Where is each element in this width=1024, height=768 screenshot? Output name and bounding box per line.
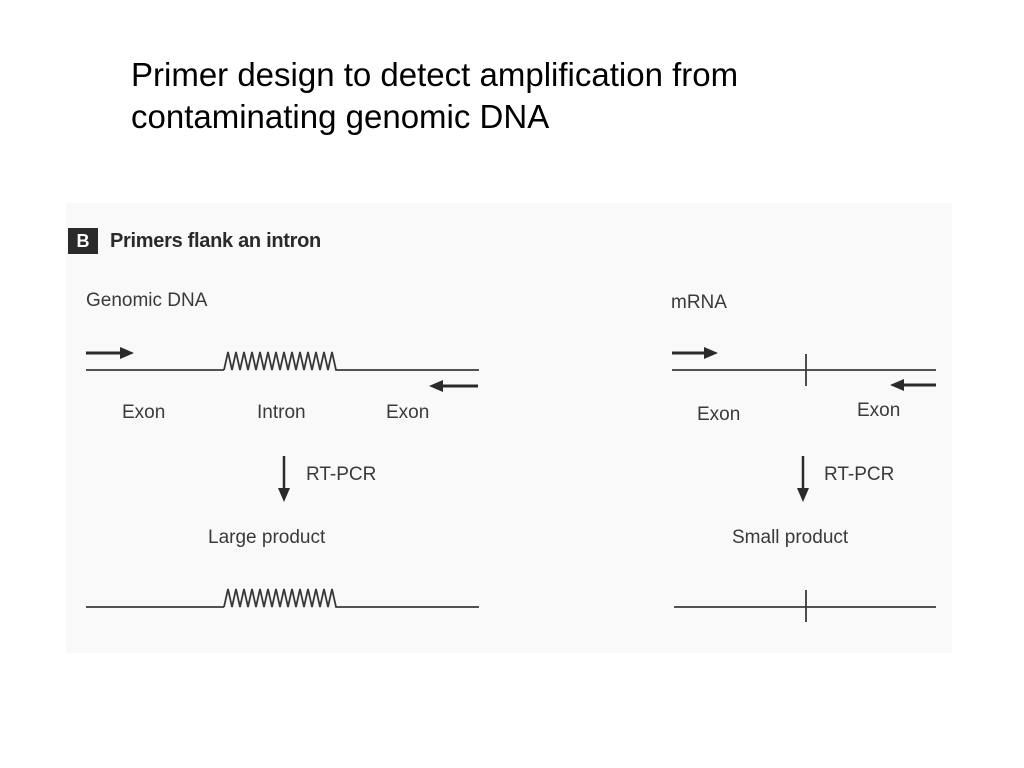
small-product-label: Small product <box>732 527 849 548</box>
mrna-strand <box>672 354 936 386</box>
mrna-down-arrow <box>797 456 809 502</box>
panel-label: B <box>68 228 98 254</box>
genomic-exon-left-label: Exon <box>122 402 166 423</box>
figure-panel <box>66 203 952 653</box>
slide-title-line-2: contaminating genomic DNA <box>131 98 550 135</box>
mrna-forward-primer-arrow <box>672 347 718 359</box>
slide-title: Primer design to detect amplification fr… <box>131 54 971 138</box>
mrna-exon-left-label: Exon <box>697 404 741 425</box>
genomic-exon-right-label: Exon <box>386 402 430 423</box>
genomic-rtpcr-label: RT-PCR <box>306 464 377 485</box>
mrna-heading: mRNA <box>671 292 727 313</box>
slide-title-line-1: Primer design to detect amplification fr… <box>131 56 739 93</box>
mrna-rtpcr-label: RT-PCR <box>824 464 895 485</box>
mrna-reverse-primer-arrow <box>890 379 936 391</box>
genomic-forward-primer-arrow <box>86 347 134 359</box>
large-product-strand <box>86 588 479 608</box>
genomic-intron-label: Intron <box>257 402 306 423</box>
mrna-exon-right-label: Exon <box>857 400 901 421</box>
genomic-dna-heading: Genomic DNA <box>86 290 208 311</box>
small-product-strand <box>674 590 936 622</box>
genomic-down-arrow <box>278 456 290 502</box>
genomic-dna-strand <box>86 351 479 371</box>
large-product-label: Large product <box>208 527 326 548</box>
panel-heading: Primers flank an intron <box>110 230 321 252</box>
genomic-reverse-primer-arrow <box>429 380 478 392</box>
genomic-intron-zigzag <box>223 351 340 371</box>
